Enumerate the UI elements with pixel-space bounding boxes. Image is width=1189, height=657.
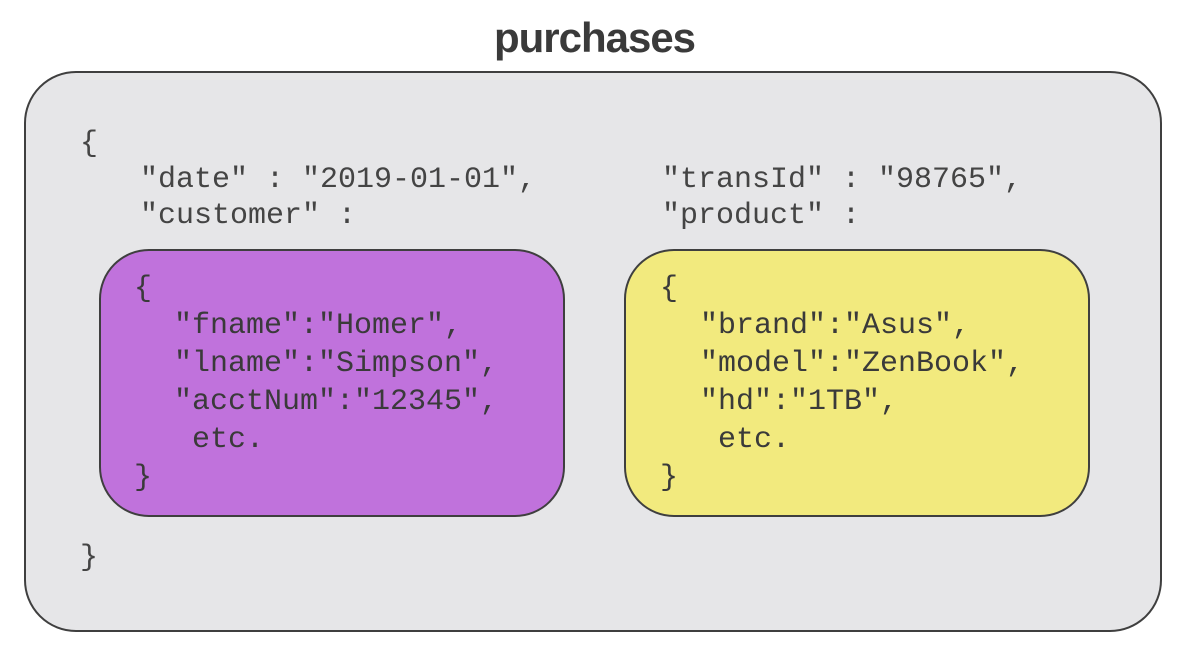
customer-acctnum-field: "acctNum":"12345", (174, 385, 499, 419)
product-subdocument-box (624, 249, 1090, 517)
product-key: "product" : (662, 199, 861, 233)
customer-fname-field: "fname":"Homer", (174, 309, 463, 343)
customer-lname-field: "lname":"Simpson", (174, 347, 499, 381)
customer-subdocument-box (99, 249, 565, 517)
document-open-brace: { (80, 127, 99, 161)
date-field: "date" : "2019-01-01", (140, 163, 537, 197)
transid-field: "transId" : "98765", (662, 163, 1023, 197)
customer-key: "customer" : (140, 199, 357, 233)
customer-close-brace: } (134, 461, 153, 495)
customer-open-brace: { (134, 272, 153, 306)
product-etc: etc. (700, 423, 791, 457)
product-close-brace: } (660, 461, 679, 495)
product-open-brace: { (660, 272, 679, 306)
diagram-title: purchases (493, 14, 696, 61)
customer-etc: etc. (174, 423, 265, 457)
document-close-brace: } (80, 541, 99, 575)
product-model-field: "model":"ZenBook", (700, 347, 1025, 381)
product-hd-field: "hd":"1TB", (700, 385, 899, 419)
product-brand-field: "brand":"Asus", (700, 309, 971, 343)
